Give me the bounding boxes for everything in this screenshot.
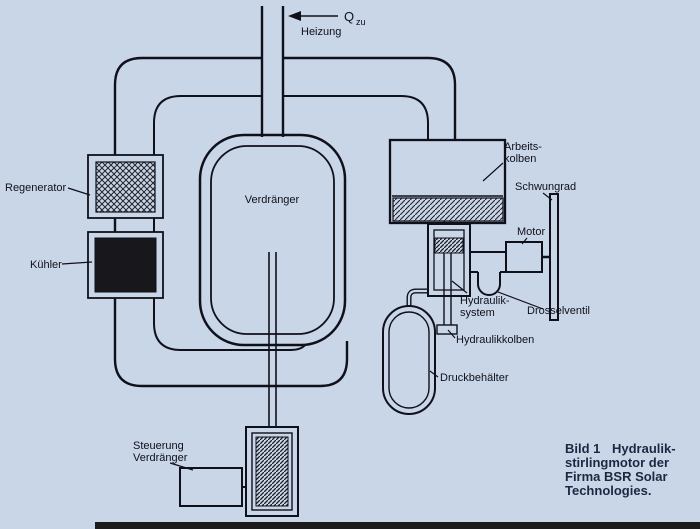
label-arbeitskolben-2: kolben (504, 153, 536, 165)
leader-druckbehaelter (429, 370, 439, 378)
heater-pipe (260, 6, 285, 137)
leader-motor (521, 237, 528, 245)
working-piston (392, 197, 504, 222)
leader-steuerung (169, 462, 194, 471)
left-duct-loop (113, 56, 349, 388)
label-heizung: Heizung (301, 26, 341, 38)
hydraulic-cylinder (427, 223, 471, 335)
heat-input-arrow (288, 11, 338, 21)
leader-schwungrad (542, 192, 553, 201)
displacer-rod (268, 252, 277, 430)
label-hydraulikkolben: Hydraulikkolben (456, 334, 534, 346)
label-arbeitskolben-1: Arbeits- (504, 141, 542, 153)
displacer-actuator (245, 426, 299, 517)
right-duct (283, 56, 457, 140)
figure-caption: Bild 1 Hydraulik- stirlingmotor der Firm… (565, 441, 676, 498)
displacer-vessel (198, 133, 347, 347)
working-piston-box (388, 138, 507, 240)
leader-drosselventil (497, 291, 544, 310)
label-regenerator: Regenerator (5, 182, 66, 194)
hydraulic-piston-foot (436, 324, 458, 335)
leader-arbeitskolben (482, 162, 504, 182)
label-steuerung-1: Steuerung (133, 440, 184, 452)
motor-box (505, 241, 550, 273)
label-steuerung-2: Verdränger (133, 452, 188, 464)
caption-line1: Hydraulik- (612, 441, 676, 456)
arrowhead-icon (288, 11, 301, 21)
regenerator-box (87, 154, 164, 219)
label-q: Q (344, 9, 354, 24)
label-drosselventil: Drosselventil (527, 305, 590, 317)
label-q-subscript: zu (356, 17, 366, 27)
label-hydrauliksystem-2: system (460, 307, 495, 319)
leader-hydraulikkolben (447, 329, 456, 339)
cooler-box (87, 231, 164, 299)
flywheel (549, 193, 559, 321)
actuator-piston (255, 436, 289, 507)
caption-line2: stirlingmotor der (565, 455, 669, 470)
caption-line4: Technologies. (565, 483, 651, 498)
pressure-vessel (382, 305, 436, 415)
control-box (179, 467, 246, 507)
leader-lines (61, 162, 553, 471)
pressure-vessel-pipe (406, 288, 427, 306)
hydraulic-piston (434, 237, 464, 254)
throttle-valve (470, 251, 506, 296)
caption-line3: Firma BSR Solar (565, 469, 668, 484)
label-kuehler: Kühler (30, 259, 62, 271)
page-edge-strip (95, 522, 700, 529)
label-schwungrad: Schwungrad (515, 181, 576, 193)
leader-hydrauliksystem (451, 280, 468, 294)
label-motor: Motor (517, 226, 545, 238)
leader-regenerator (67, 187, 91, 196)
label-hydrauliksystem-1: Hydraulik- (460, 295, 510, 307)
label-druckbehaelter: Druckbehälter (440, 372, 509, 384)
caption-figure-label: Bild 1 (565, 441, 600, 456)
label-verdraenger: Verdränger (245, 194, 300, 206)
leader-kuehler (61, 261, 93, 265)
